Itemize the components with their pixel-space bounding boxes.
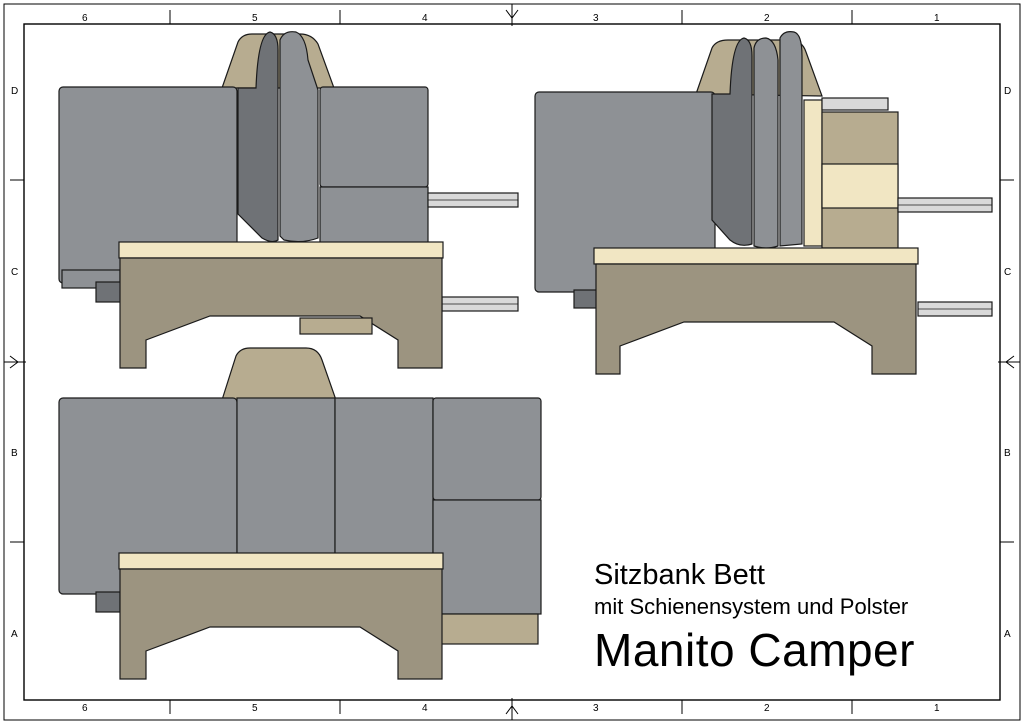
cushion-folded-2b <box>753 37 779 249</box>
cushion-folded-2a <box>711 37 753 246</box>
bench-front-panel-2 <box>595 263 917 375</box>
col-label-bottom-5: 5 <box>252 703 258 714</box>
cushion-bed-step <box>95 591 121 613</box>
col-label-top-3: 3 <box>593 13 599 24</box>
drawer-under <box>299 317 373 335</box>
row-label-right-C: C <box>1004 267 1011 278</box>
col-label-bottom-6: 6 <box>82 703 88 714</box>
bench-top <box>118 241 444 259</box>
cushion-bed-3 <box>334 397 434 557</box>
bench-top-3 <box>118 552 444 570</box>
cushion-folded-2c <box>779 31 803 247</box>
ruler-ticks <box>10 10 1014 714</box>
col-label-top-1: 1 <box>934 13 940 24</box>
cushion-left-step <box>95 281 123 303</box>
col-label-top-5: 5 <box>252 13 258 24</box>
side-panel <box>803 99 823 247</box>
cushion-bed-4-bottom <box>432 499 542 615</box>
row-label-right-B: B <box>1004 448 1011 459</box>
title-line-2: mit Schienensystem und Polster <box>594 594 909 619</box>
bench-top-2 <box>593 247 919 265</box>
col-label-bottom-1: 1 <box>934 703 940 714</box>
cushion-bed-2 <box>236 397 336 557</box>
drawer-shelf <box>821 163 899 209</box>
cushion-folded-1 <box>237 31 279 243</box>
centering-marks <box>4 4 1020 720</box>
view-folded-cushions <box>58 31 519 369</box>
bench-front-panel <box>119 257 443 369</box>
cushion-left-step-2 <box>573 289 599 309</box>
col-label-top-6: 6 <box>82 13 88 24</box>
col-label-top-2: 2 <box>764 13 770 24</box>
col-label-top-4: 4 <box>422 13 428 24</box>
view-bed-extended <box>58 347 542 680</box>
backrest-board-3 <box>221 347 337 401</box>
col-label-bottom-3: 3 <box>593 703 599 714</box>
title-line-3: Manito Camper <box>594 624 915 676</box>
cushion-right-top <box>319 86 429 188</box>
cushion-right-bottom <box>319 186 429 244</box>
bench-front-panel-3 <box>119 568 443 680</box>
row-label-right-A: A <box>1004 629 1011 640</box>
row-label-right-D: D <box>1004 86 1011 97</box>
title-block: Sitzbank Bett mit Schienensystem und Pol… <box>594 558 1004 678</box>
drawer-extended <box>439 613 539 645</box>
rail-top-2 <box>821 97 889 111</box>
view-cushions-removed-drawers <box>534 31 993 375</box>
row-label-left-C: C <box>11 267 18 278</box>
col-label-bottom-4: 4 <box>422 703 428 714</box>
row-label-left-A: A <box>11 629 18 640</box>
cushion-bed-4-top <box>432 397 542 501</box>
row-label-left-B: B <box>11 448 18 459</box>
col-label-bottom-2: 2 <box>764 703 770 714</box>
title-line-1: Sitzbank Bett <box>594 559 765 591</box>
row-label-left-D: D <box>11 86 18 97</box>
